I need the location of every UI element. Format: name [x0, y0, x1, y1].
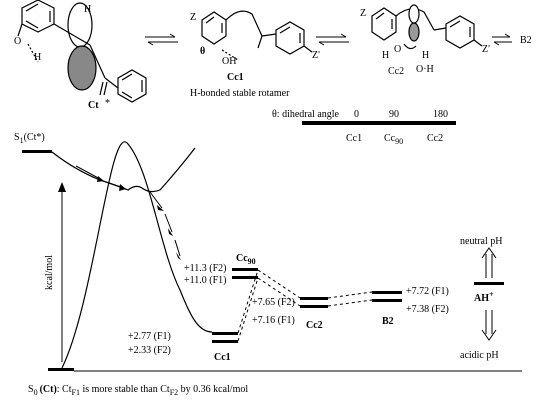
cc2-z-label: Z — [360, 8, 366, 19]
connector-dashes — [237, 269, 373, 342]
dihedral-state-cc1: Cc1 — [346, 133, 362, 144]
cc90-energy-f2: +11.3 (F2) — [184, 263, 227, 274]
cc90-energy-f1: +11.0 (F1) — [184, 275, 227, 286]
s1-level — [22, 150, 52, 153]
energy-axis — [58, 182, 66, 362]
cc90-level-f1 — [232, 276, 258, 279]
equilibrium-arrow-3 — [492, 33, 512, 46]
dihedral-state-cc2: Cc2 — [427, 133, 443, 144]
excited-state-curve — [51, 147, 196, 193]
cc2-h-label: H — [382, 50, 389, 61]
ct-star: * — [105, 98, 110, 109]
dihedral-state-cc90: Cc90 — [384, 133, 403, 146]
cc1-zprime-label: Z' — [312, 50, 320, 61]
cc90-diagram-label: Cc90 — [236, 253, 256, 266]
dihedral-title: θ: dihedral angle — [272, 109, 340, 120]
cc1-energy-f2: +2.33 (F2) — [128, 345, 171, 356]
cc1-oh-label: OH — [222, 56, 236, 67]
ct-oh-label: O — [14, 36, 21, 47]
dihedral-angle-90: 90 — [389, 109, 399, 120]
ground-state-curve — [61, 141, 213, 369]
ct-h-top-label: H — [84, 4, 91, 15]
equilibrium-arrow-2 — [316, 33, 349, 46]
cc1-theta-label: θ — [200, 46, 205, 57]
cc1-level-f1 — [212, 332, 238, 335]
cc2-energy-f1: +7.16 (F1) — [252, 315, 295, 326]
s0-level — [48, 368, 74, 371]
cc1-structure-label: Cc1 — [227, 72, 244, 83]
cc2-energy-f2: +7.65 (F2) — [252, 297, 295, 308]
structure-cc1 — [201, 10, 313, 61]
cc1-diagram-label: Cc1 — [214, 352, 231, 363]
cc1-z-label: Z — [190, 12, 196, 23]
cc2-o-label: O — [394, 44, 401, 55]
cc1-energy-f1: +2.77 (F1) — [128, 331, 171, 342]
cc1-caption: H-bonded stable rotamer — [190, 88, 290, 99]
neutral-ph-label: neutral pH — [460, 236, 503, 247]
cc2-diagram-label: Cc2 — [306, 320, 323, 331]
ct-label: Ct — [88, 100, 99, 111]
structure-ct — [17, 0, 147, 103]
s1-label: S1(Ct*) — [14, 132, 45, 145]
dihedral-angle-0: 0 — [354, 109, 359, 120]
footer-note: S0(Ct): CtF1 is more stable than CtF2 by… — [28, 384, 248, 397]
acidic-ph-arrow-icon — [481, 310, 497, 341]
ah-level — [474, 282, 504, 285]
b2-diagram-label: B2 — [382, 316, 394, 327]
cc90-level-f2 — [232, 268, 258, 271]
neutral-ph-arrow-icon — [481, 247, 497, 278]
p-orbital-lower-icon — [67, 45, 97, 91]
cc2-h2-label: H — [422, 50, 429, 61]
dihedral-angle-180: 180 — [433, 109, 448, 120]
cc2-zprime-label: Z' — [482, 44, 490, 55]
relaxation-path-arrows — [75, 165, 181, 260]
cc2-level-f1 — [300, 305, 328, 308]
b2-energy-f1: +7.72 (F1) — [406, 286, 449, 297]
dihedral-bar — [302, 121, 456, 125]
structure-cc2 — [371, 4, 483, 50]
acidic-ph-label: acidic pH — [460, 350, 499, 361]
cc2-oh-label: O·H — [416, 64, 434, 75]
cc1-level-f2 — [212, 340, 238, 343]
cc2-structure-label: Cc2 — [388, 66, 404, 77]
b2-level-f1 — [372, 291, 402, 294]
ah-label: AH+ — [474, 290, 494, 304]
ct-h-label: H — [34, 52, 41, 63]
energy-axis-label: kcal/mol — [44, 255, 55, 290]
b2-energy-f2: +7.38 (F2) — [406, 304, 449, 315]
cc2-level-f2 — [300, 297, 328, 300]
b2-level-f2 — [372, 299, 402, 302]
b2-structure-label: B2 — [520, 35, 532, 46]
equilibrium-arrow-1 — [145, 33, 178, 46]
